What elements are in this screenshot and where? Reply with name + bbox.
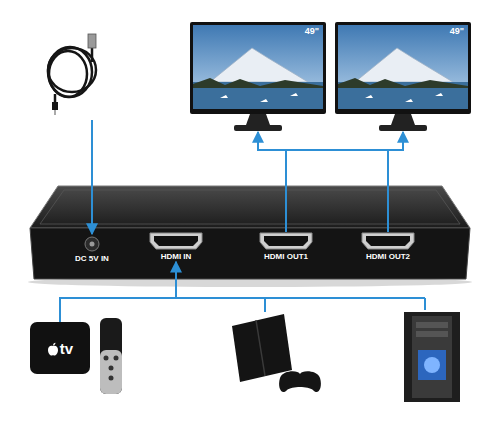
remote-button	[109, 376, 114, 381]
usb-cable-icon	[48, 34, 96, 115]
hdmi-socket	[149, 232, 203, 250]
signal-arrow	[60, 262, 176, 322]
port-label: HDMI OUT2	[364, 253, 412, 262]
controller-icon	[279, 371, 321, 392]
tower-fan	[424, 357, 440, 373]
remote-body	[100, 318, 122, 394]
tower-body	[404, 312, 460, 402]
port-label: DC 5V IN	[73, 255, 111, 264]
console-stripe	[256, 320, 265, 376]
hdmi-port: HDMI IN	[148, 232, 204, 262]
cable-wire	[91, 48, 94, 62]
socket-shell	[150, 233, 202, 249]
console-icon	[232, 314, 321, 392]
hdmi-port: HDMI OUT2	[360, 232, 416, 262]
hdmi-port: HDMI OUT1	[258, 232, 314, 262]
housing-top-rim	[40, 190, 460, 224]
drive-bay	[416, 322, 448, 328]
signal-arrow	[258, 132, 286, 232]
jack-ring	[85, 237, 99, 251]
remote-button	[109, 366, 114, 371]
brand-label: tv	[60, 341, 73, 356]
screen-sky	[193, 25, 323, 109]
source-bus-line	[176, 297, 425, 299]
apple-logo-body	[48, 345, 58, 355]
monitor-stand	[391, 114, 415, 125]
branch-line	[286, 149, 388, 151]
drive-bay	[416, 331, 448, 337]
source-branch-line	[424, 298, 426, 310]
dc-socket	[84, 236, 100, 252]
tower-glow	[418, 350, 446, 380]
monitor-graphic	[335, 22, 471, 132]
jack-pin	[90, 242, 95, 247]
pc-tower-icon	[404, 312, 460, 402]
screen-swans	[220, 93, 298, 102]
remote-lower	[100, 350, 122, 394]
screen-mountain	[210, 48, 308, 82]
port-label: HDMI OUT1	[262, 253, 310, 262]
apple-logo	[47, 341, 59, 356]
monitor-bezel	[335, 22, 471, 114]
hdmi-socket	[259, 232, 313, 250]
socket-shell	[362, 233, 414, 249]
socket-shell	[260, 233, 312, 249]
screen-swans	[365, 93, 443, 102]
monitor-stand	[246, 114, 270, 125]
screen-trees	[193, 78, 323, 88]
remote-button	[104, 356, 109, 361]
tower-front	[412, 316, 452, 398]
monitor-screen: 49"	[335, 22, 471, 132]
dc-power-port: DC 5V IN	[67, 236, 117, 264]
port-label: HDMI IN	[159, 253, 194, 262]
console-body	[232, 314, 292, 382]
source-branch-line	[264, 298, 266, 312]
cable-coil	[48, 48, 96, 92]
monitor-base	[234, 125, 282, 131]
screen-mountain	[355, 48, 453, 82]
barrel-plug-tip	[54, 110, 56, 115]
socket-opening	[154, 236, 198, 246]
usb-plug	[88, 34, 96, 48]
screen-trees	[338, 78, 468, 88]
housing-top	[30, 186, 470, 228]
screen-size-label: 49"	[190, 22, 326, 37]
monitor-screen: 49"	[190, 22, 326, 132]
cable-wire	[54, 94, 57, 102]
splitter-housing	[28, 186, 472, 287]
power-arrow	[91, 120, 93, 234]
housing-front	[30, 228, 470, 279]
monitor-graphic	[190, 22, 326, 132]
monitor-base	[379, 125, 427, 131]
socket-opening	[366, 236, 410, 246]
remote-icon	[100, 318, 122, 394]
media-player-box: tv	[30, 322, 90, 374]
barrel-plug	[52, 102, 58, 110]
screen-sky	[338, 25, 468, 109]
socket-opening	[264, 236, 308, 246]
hdmi-socket	[361, 232, 415, 250]
screen-size-label: 49"	[335, 22, 471, 37]
remote-button	[114, 356, 119, 361]
signal-arrow	[388, 132, 403, 232]
monitor-bezel	[190, 22, 326, 114]
apple-logo-leaf	[53, 342, 56, 345]
